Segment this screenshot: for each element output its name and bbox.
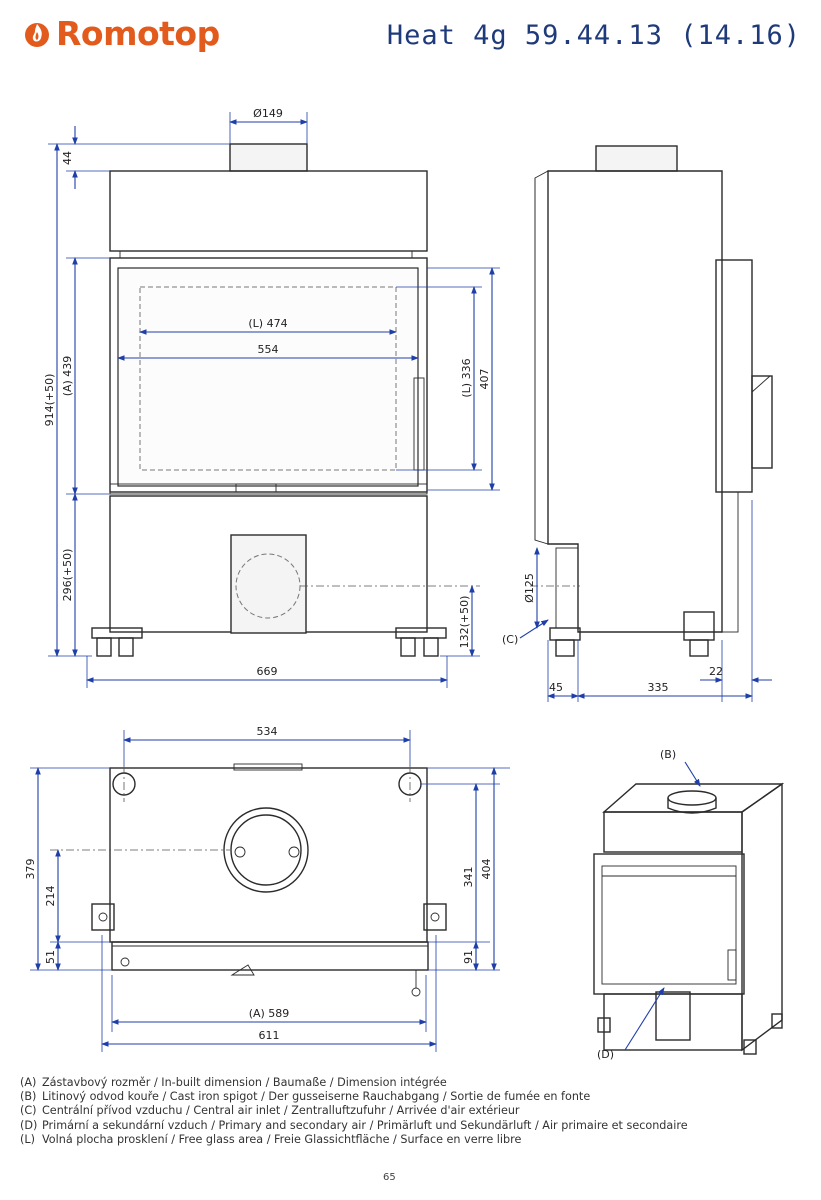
front-glass-height-label: (L) 336	[460, 358, 473, 397]
top-front-offset-left-label: 51	[44, 950, 57, 964]
front-feet	[91, 627, 447, 657]
perspective-view: (B) (D)	[593, 748, 785, 1061]
front-glass	[117, 267, 419, 487]
top-flue-inner	[230, 814, 302, 886]
brand-logo: Romotop	[24, 17, 220, 50]
top-front-offset-right-label: 91	[462, 950, 475, 964]
front-top-lip	[119, 250, 413, 259]
side-back-offset-label: 22	[709, 665, 723, 678]
persp-top-face	[602, 783, 785, 813]
side-depth-label: 335	[648, 681, 669, 694]
front-flue-diameter-label: Ø149	[253, 107, 283, 120]
persp-flue	[667, 790, 717, 806]
side-front-offset-label: 45	[549, 681, 563, 694]
side-dimensions: Ø125 (C) 45 335 22	[502, 500, 772, 702]
top-dimensions: 534 379 214 51 341 404 91 (A) 589	[24, 725, 510, 1052]
top-flue-outer	[223, 807, 309, 893]
persp-side-face	[741, 782, 783, 1052]
persp-base	[603, 993, 743, 1051]
persp-air-tag: (D)	[597, 1048, 614, 1061]
legend: (A)Zástavbový rozměr / In-built dimensio…	[20, 1076, 688, 1147]
legend-item: (A)Zástavbový rozměr / In-built dimensio…	[20, 1076, 447, 1089]
persp-flue-tag: (B)	[660, 748, 676, 761]
front-total-width-label: 669	[257, 665, 278, 678]
front-air-box	[230, 534, 307, 634]
top-total-depth-label: 379	[24, 859, 37, 880]
top-rear-depth-label: 404	[480, 859, 493, 880]
front-handle	[235, 483, 277, 493]
top-front-plate	[111, 941, 429, 971]
flame-icon	[25, 22, 49, 47]
front-total-height-label: 914(+50)	[43, 374, 56, 427]
top-body	[109, 767, 428, 943]
side-air-inlet-tag: (C)	[502, 633, 518, 646]
legend-item: (B)Litinový odvod kouře / Cast iron spig…	[20, 1090, 591, 1104]
side-view: Ø125 (C) 45 335 22	[502, 145, 773, 702]
top-inbuilt-width-label: (A) 589	[249, 1007, 290, 1020]
side-flue-collar	[595, 145, 678, 172]
front-bottom-height-label: 296(+50)	[61, 549, 74, 602]
persp-glass	[601, 865, 737, 985]
brand-name: Romotop	[56, 14, 220, 53]
front-upper-body	[109, 170, 428, 252]
persp-air-box	[655, 991, 691, 1041]
front-glass-width-label: (L) 474	[248, 317, 287, 330]
front-inbuilt-height-label: (A) 439	[61, 356, 74, 397]
side-air-inlet	[555, 547, 579, 629]
top-total-width-label: 611	[259, 1029, 280, 1042]
side-bracket	[751, 375, 773, 469]
legend-item: (L)Volná plocha prosklení / Free glass a…	[20, 1132, 522, 1146]
top-flue-offset-label: 214	[44, 886, 57, 907]
front-dimensions: Ø149 44 914(+50) (A) 439 296(+50) (L) 47…	[43, 107, 500, 688]
side-feet	[549, 611, 715, 657]
front-door-width-label: 554	[258, 343, 279, 356]
top-rear-strip	[233, 763, 303, 771]
header: Romotop Heat 4g 59.44.13 (14.16)	[0, 0, 821, 70]
model-title: Heat 4g 59.44.13 (14.16)	[386, 20, 801, 51]
front-flue-collar	[229, 143, 308, 172]
legend-item: (D)Primární a sekundární vzduch / Primar…	[20, 1118, 688, 1132]
side-rear-leg	[721, 491, 739, 633]
front-door-height-label: 407	[478, 369, 491, 390]
page-number: 65	[383, 1172, 396, 1183]
front-view: Ø149 44 914(+50) (A) 439 296(+50) (L) 47…	[43, 107, 500, 688]
front-free-glass	[139, 286, 397, 471]
top-hole-spacing-label: 534	[257, 725, 278, 738]
side-air-diameter-label: Ø125	[523, 573, 536, 603]
persp-front-face	[603, 811, 743, 853]
top-view: 534 379 214 51 341 404 91 (A) 589	[24, 725, 510, 1052]
legend-item: (C)Centrální přívod vzduchu / Central ai…	[20, 1104, 520, 1118]
top-hole-depth-label: 341	[462, 867, 475, 888]
persp-door	[593, 853, 745, 995]
front-top-offset-label: 44	[61, 151, 74, 165]
front-air-inlet-height-label: 132(+50)	[458, 596, 471, 649]
side-body	[547, 170, 723, 633]
